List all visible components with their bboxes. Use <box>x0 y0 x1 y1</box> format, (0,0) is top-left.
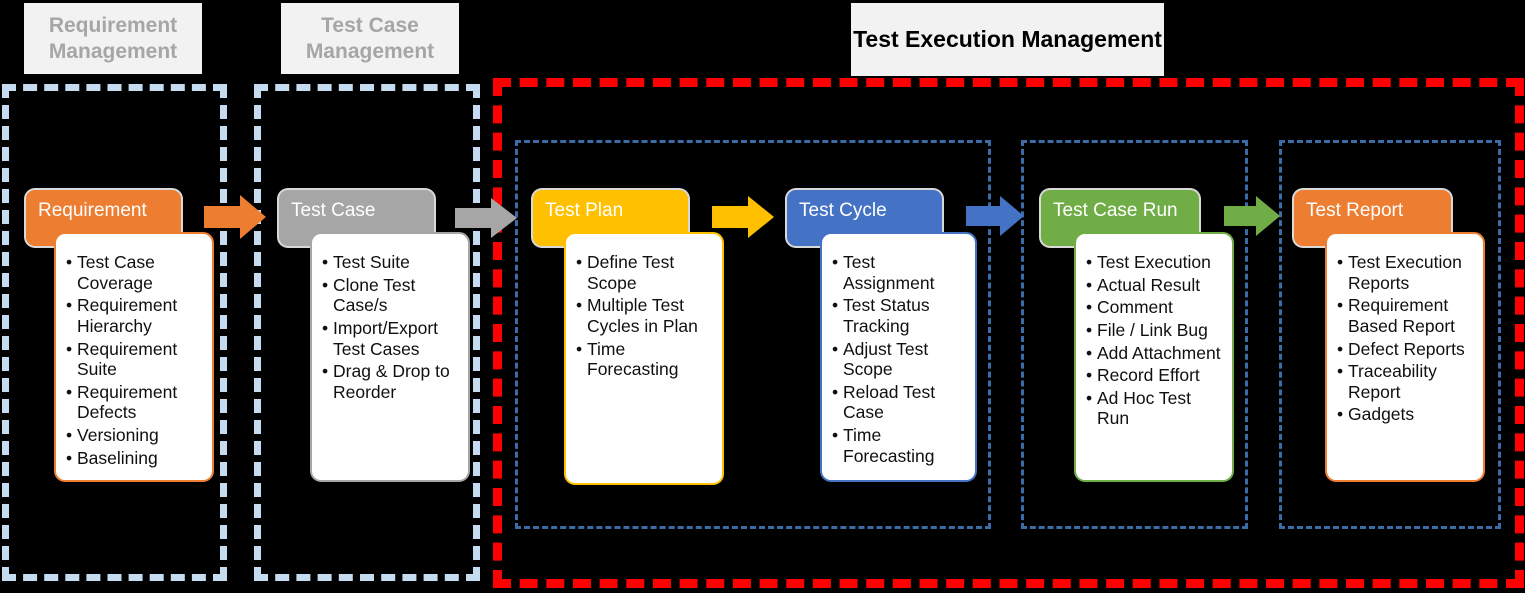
group-frame-requirement-management <box>2 84 227 581</box>
arrow-test-case-run-to-test-report <box>1224 196 1280 236</box>
list-item: Comment <box>1086 297 1224 318</box>
list-item: Adjust Test Scope <box>832 339 967 380</box>
group-header-test-case-management: Test Case Management <box>281 3 459 74</box>
list-item: Traceability Report <box>1337 361 1475 402</box>
stage-body-test-plan: Define Test Scope Multiple Test Cycles i… <box>564 232 724 485</box>
list-item: Baselining <box>66 448 204 469</box>
stage-feature-list: Test Case Coverage Requirement Hierarchy… <box>56 234 212 476</box>
list-item: Add Attachment <box>1086 343 1224 364</box>
list-item: Test Execution Reports <box>1337 252 1475 293</box>
list-item: Defect Reports <box>1337 339 1475 360</box>
list-item: Multiple Test Cycles in Plan <box>576 295 714 336</box>
list-item: Requirement Based Report <box>1337 295 1475 336</box>
inner-frame-test-case-run <box>1021 140 1248 529</box>
inner-frame-test-report <box>1279 140 1501 529</box>
group-frame-test-execution-management <box>493 78 1524 588</box>
stage-card-test-plan[interactable]: Test Plan Define Test Scope Multiple Tes… <box>533 190 733 490</box>
stage-feature-list: Test Execution Reports Requirement Based… <box>1327 234 1483 433</box>
group-header-label: Requirement Management <box>48 13 178 63</box>
arrow-test-cycle-to-test-case-run <box>966 196 1024 236</box>
list-item: Test Case Coverage <box>66 252 204 293</box>
stage-title: Requirement <box>38 200 147 221</box>
list-item: Requirement Hierarchy <box>66 295 204 336</box>
stage-title: Test Case Run <box>1053 200 1178 221</box>
stage-card-test-case-run[interactable]: Test Case Run Test Execution Actual Resu… <box>1041 190 1246 490</box>
list-item: Define Test Scope <box>576 252 714 293</box>
stage-feature-list: Test Assignment Test Status Tracking Adj… <box>822 234 975 474</box>
list-item: Reload Test Case <box>832 382 967 423</box>
list-item: Requirement Defects <box>66 382 204 423</box>
list-item: Time Forecasting <box>576 339 714 380</box>
list-item: Versioning <box>66 425 204 446</box>
list-item: Actual Result <box>1086 275 1224 296</box>
list-item: Import/Export Test Cases <box>322 318 460 359</box>
stage-feature-list: Test Execution Actual Result Comment Fil… <box>1076 234 1232 437</box>
list-item: Test Assignment <box>832 252 967 293</box>
list-item: File / Link Bug <box>1086 320 1224 341</box>
stage-card-requirement[interactable]: Requirement Test Case Coverage Requireme… <box>26 190 226 490</box>
group-frame-test-case-management <box>254 84 480 581</box>
stage-title: Test Cycle <box>799 200 887 221</box>
stage-body-test-report: Test Execution Reports Requirement Based… <box>1325 232 1485 482</box>
stage-title: Test Report <box>1306 200 1404 221</box>
list-item: Test Suite <box>322 252 460 273</box>
stage-title: Test Plan <box>545 200 624 221</box>
stage-body-test-case: Test Suite Clone Test Case/s Import/Expo… <box>310 232 470 482</box>
group-header-requirement-management: Requirement Management <box>24 3 202 74</box>
group-header-label: Test Execution Management <box>853 26 1162 53</box>
stage-title: Test Case <box>291 200 376 221</box>
list-item: Drag & Drop to Reorder <box>322 361 460 402</box>
stage-body-test-case-run: Test Execution Actual Result Comment Fil… <box>1074 232 1234 482</box>
stage-feature-list: Define Test Scope Multiple Test Cycles i… <box>566 234 722 388</box>
stage-body-test-cycle: Test Assignment Test Status Tracking Adj… <box>820 232 977 482</box>
stage-feature-list: Test Suite Clone Test Case/s Import/Expo… <box>312 234 468 410</box>
list-item: Time Forecasting <box>832 425 967 466</box>
list-item: Gadgets <box>1337 404 1475 425</box>
inner-frame-plan-cycle <box>515 140 991 529</box>
arrow-test-case-to-test-plan <box>455 198 517 238</box>
stage-body-requirement: Test Case Coverage Requirement Hierarchy… <box>54 232 214 482</box>
arrow-requirement-to-test-case <box>204 195 266 239</box>
list-item: Test Execution <box>1086 252 1224 273</box>
stage-card-test-case[interactable]: Test Case Test Suite Clone Test Case/s I… <box>279 190 479 490</box>
list-item: Test Status Tracking <box>832 295 967 336</box>
arrow-test-plan-to-test-cycle <box>712 196 774 238</box>
stage-card-test-cycle[interactable]: Test Cycle Test Assignment Test Status T… <box>787 190 987 490</box>
group-header-label: Test Case Management <box>305 13 435 63</box>
list-item: Ad Hoc Test Run <box>1086 388 1224 429</box>
group-header-test-execution-management: Test Execution Management <box>851 3 1164 76</box>
stage-card-test-report[interactable]: Test Report Test Execution Reports Requi… <box>1294 190 1499 490</box>
list-item: Clone Test Case/s <box>322 275 460 316</box>
list-item: Record Effort <box>1086 365 1224 386</box>
list-item: Requirement Suite <box>66 339 204 380</box>
